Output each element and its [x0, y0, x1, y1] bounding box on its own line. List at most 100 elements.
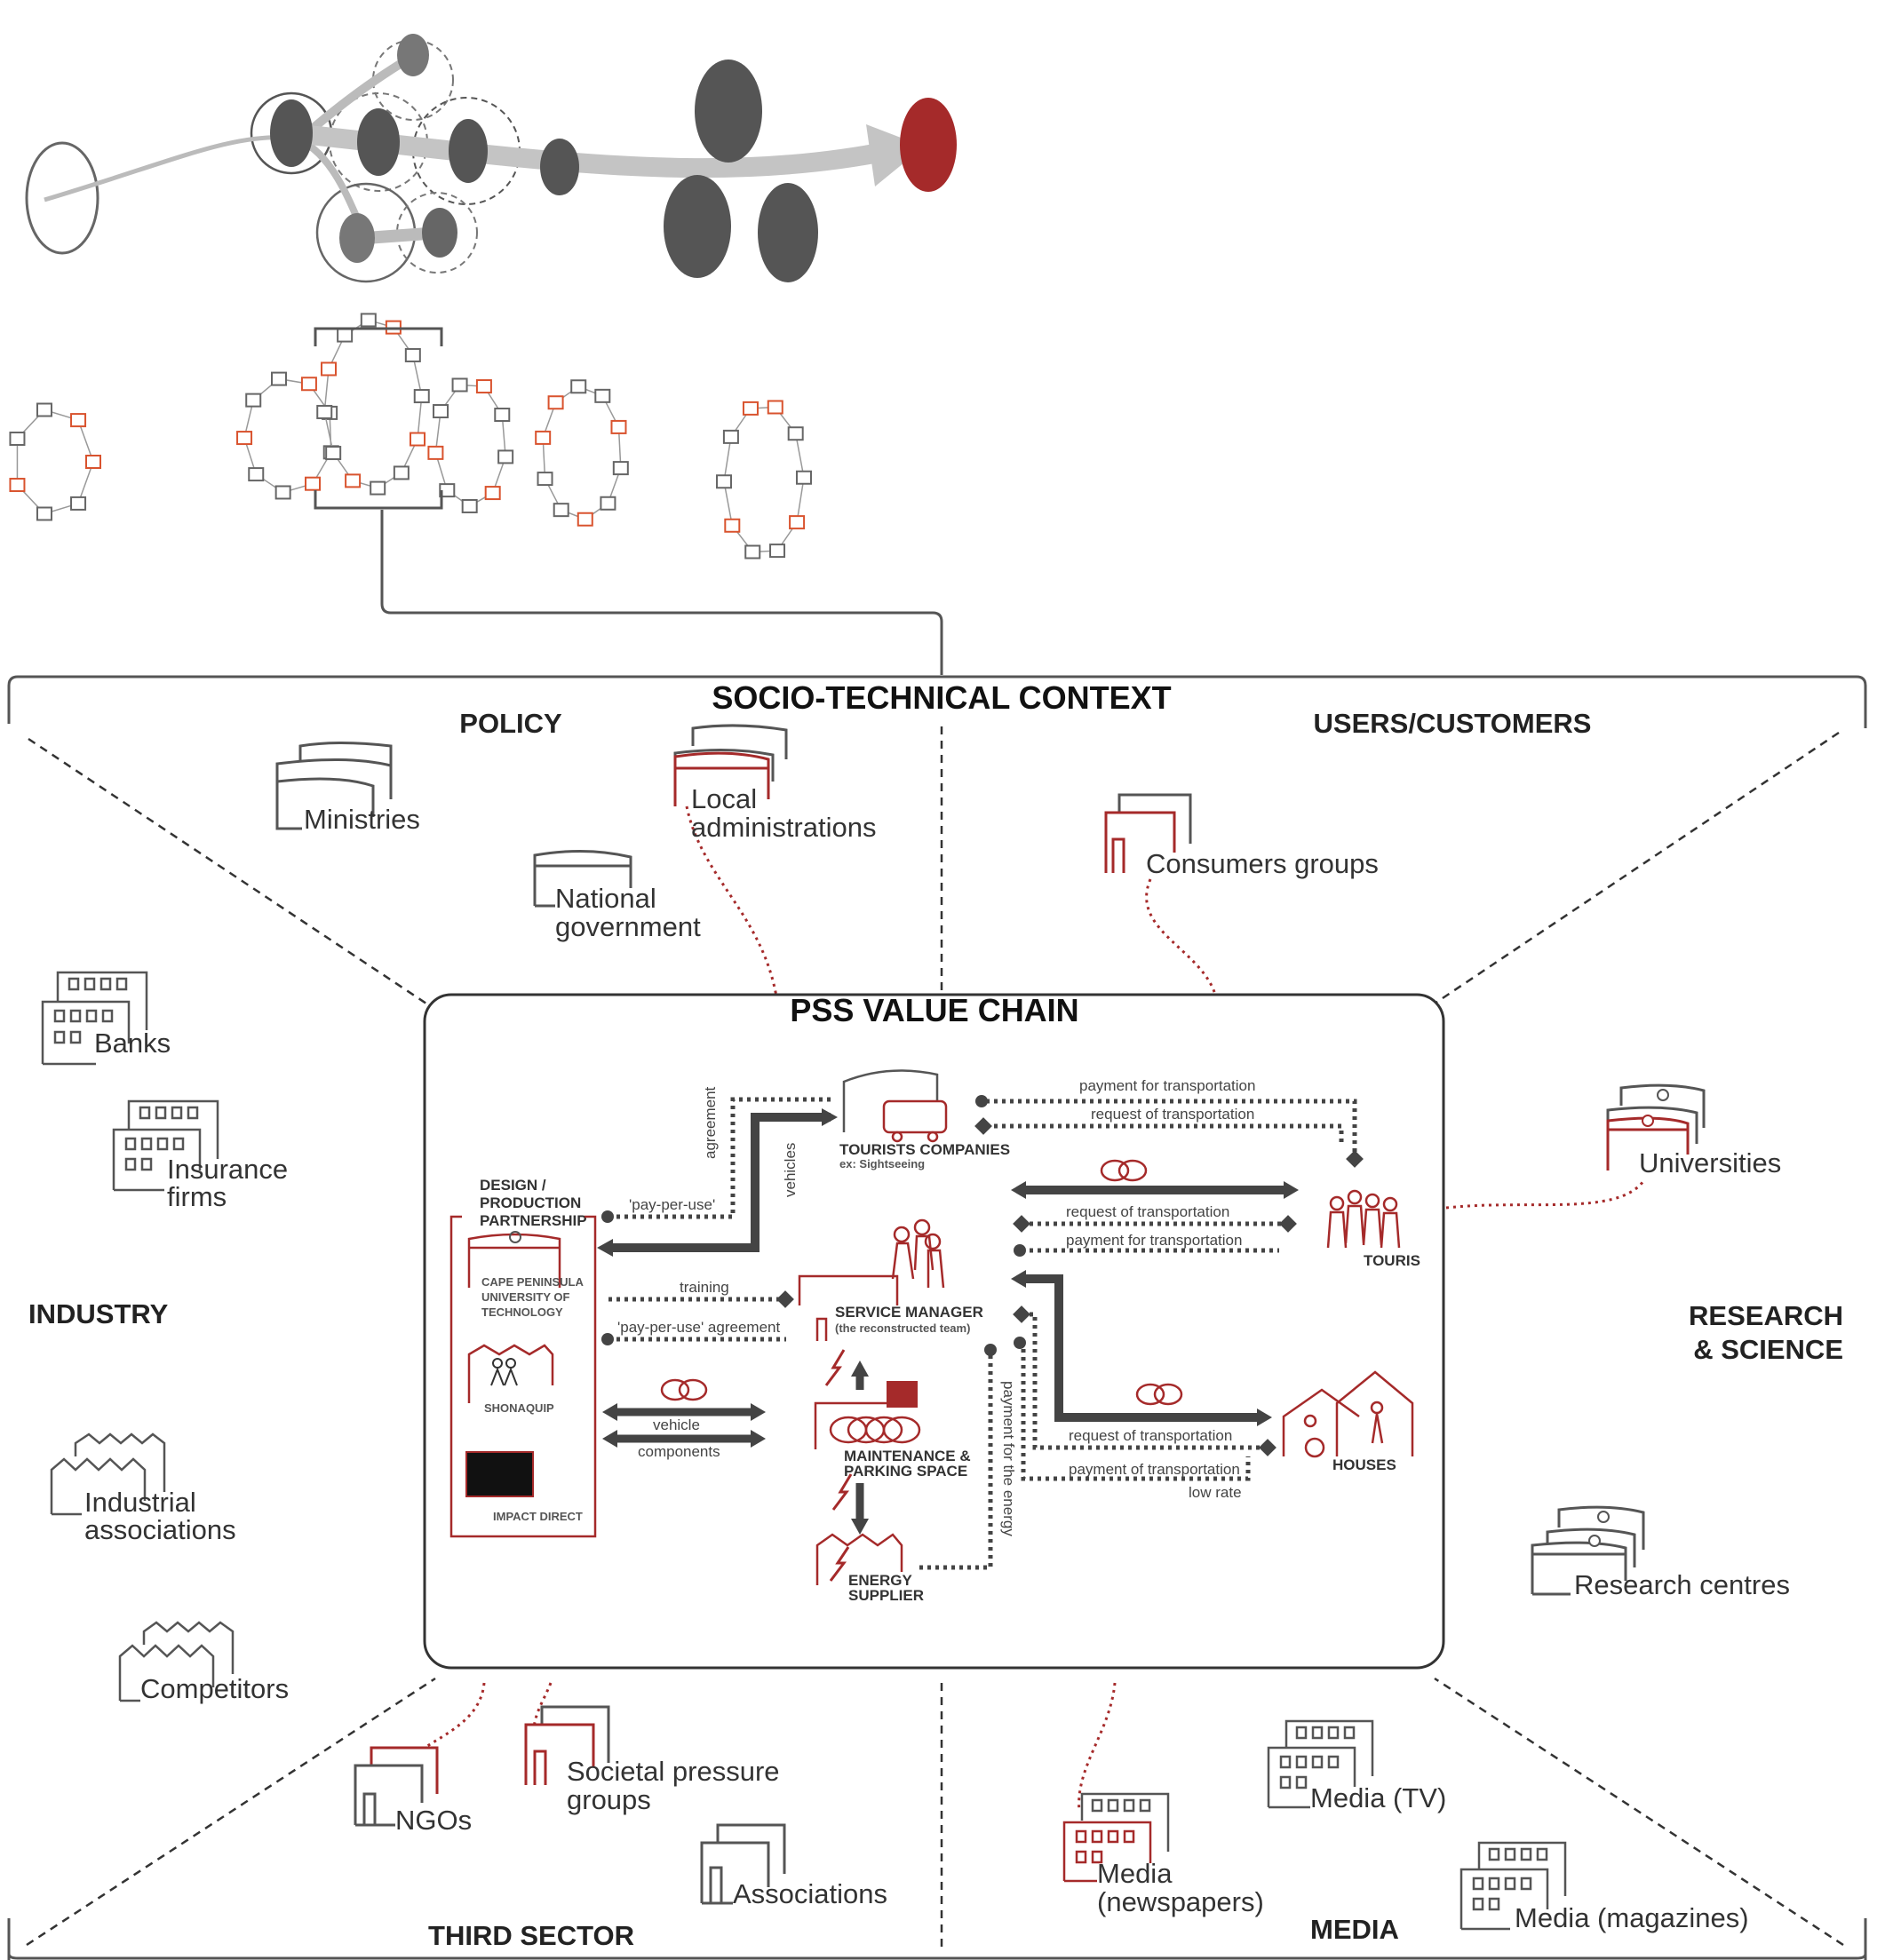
svg-text:Local: Local [691, 783, 757, 814]
cluster-node-icon [9, 478, 26, 493]
svg-text:'pay-per-use': 'pay-per-use' [629, 1196, 715, 1213]
sector-policy: POLICY [459, 708, 562, 739]
svg-text:CAPE PENINSULA: CAPE PENINSULA [481, 1275, 584, 1289]
svg-text:vehicle: vehicle [653, 1416, 700, 1433]
cluster-node-icon [767, 400, 783, 415]
svg-text:low rate: low rate [1189, 1484, 1242, 1501]
vehicle-icon [660, 1378, 708, 1401]
svg-text:(the reconstructed team): (the reconstructed team) [835, 1321, 970, 1335]
svg-text:Ministries: Ministries [304, 804, 420, 835]
svg-text:payment for transportation: payment for transportation [1079, 1077, 1255, 1094]
svg-text:Research centres: Research centres [1574, 1569, 1790, 1600]
svg-text:HOUSES: HOUSES [1332, 1456, 1396, 1473]
cluster-node-icon [305, 476, 322, 491]
niche-start-ellipse [25, 141, 99, 255]
government-building-icon [275, 742, 393, 830]
svg-text:SHONAQUIP: SHONAQUIP [484, 1401, 554, 1415]
actor-banks: Banks [41, 971, 171, 1066]
actor-network-clusters [9, 313, 812, 559]
office-building-icon [41, 971, 148, 1066]
actor-industrial-associations: Industrial associations [50, 1432, 236, 1545]
cluster-node-icon [325, 446, 342, 461]
cluster-node-icon [494, 408, 511, 423]
svg-text:components: components [638, 1443, 720, 1460]
svg-text:PRODUCTION: PRODUCTION [480, 1194, 581, 1211]
university-building-icon [467, 1231, 561, 1288]
cluster-node-icon [600, 496, 616, 511]
svg-text:DESIGN /: DESIGN / [480, 1177, 546, 1194]
house-icon [1282, 1370, 1414, 1458]
cluster-node-icon [316, 404, 333, 419]
government-building-icon [673, 724, 788, 806]
svg-text:ENERGY: ENERGY [848, 1572, 912, 1589]
government-building-icon [533, 849, 632, 908]
svg-text:Insurance: Insurance [167, 1154, 288, 1185]
cluster-node-icon [360, 313, 377, 328]
svg-text:payment of transportation: payment of transportation [1069, 1461, 1240, 1478]
cluster-node-icon [248, 467, 265, 482]
cluster-node-icon [413, 389, 430, 404]
cluster-node-icon [461, 498, 478, 513]
factory-icon [50, 1432, 166, 1516]
svg-text:Media (magazines): Media (magazines) [1515, 1902, 1749, 1933]
svg-text:payment for transportation: payment for transportation [1066, 1232, 1242, 1249]
svg-text:ex: Sightseeing: ex: Sightseeing [839, 1157, 925, 1170]
sector-research-line2: & SCIENCE [1693, 1334, 1843, 1365]
cluster-node-icon [36, 506, 52, 521]
cluster-node-icon [484, 486, 501, 501]
svg-text:MAINTENANCE &: MAINTENANCE & [844, 1448, 971, 1464]
cluster-node-icon [535, 430, 552, 445]
lightning-icon [824, 1349, 846, 1386]
actor-ministries: Ministries [275, 742, 420, 835]
factory-icon [815, 1533, 903, 1585]
cluster-node-icon [70, 413, 87, 428]
svg-text:associations: associations [84, 1514, 236, 1545]
svg-text:Competitors: Competitors [140, 1673, 289, 1704]
cluster-node-icon [570, 379, 587, 394]
regime-target-ellipse [900, 98, 957, 192]
cluster-node-icon [612, 461, 629, 476]
cluster-node-icon [577, 512, 593, 527]
transition-pathway [25, 34, 957, 283]
flow-arrows [597, 1095, 1364, 1570]
cluster-node-icon [439, 483, 456, 498]
svg-text:Universities: Universities [1639, 1147, 1781, 1178]
sector-users: USERS/CUSTOMERS [1314, 708, 1592, 739]
svg-text:administrations: administrations [691, 812, 876, 843]
svg-text:Media: Media [1097, 1858, 1173, 1889]
svg-text:National: National [555, 883, 656, 914]
actor-media-newspapers: Media (newspapers) [1062, 1792, 1264, 1917]
svg-text:training: training [680, 1279, 729, 1296]
svg-text:TOURIS: TOURIS [1364, 1252, 1420, 1269]
actor-national-government: National government [533, 849, 701, 942]
cluster-node-icon [427, 445, 444, 460]
cluster-node-icon [537, 472, 553, 487]
pss-value-chain: PSS VALUE CHAIN DESIGN / PRODUCTION PART… [423, 992, 1445, 1670]
cluster-node-icon [742, 401, 759, 416]
cluster-node-icon [85, 455, 101, 469]
cluster-node-icon [70, 496, 87, 511]
vehicle-icon [1100, 1159, 1148, 1182]
cluster-node-icon [716, 474, 733, 489]
maintenance-parking: MAINTENANCE & PARKING SPACE [814, 1349, 971, 1511]
actor-research-centres: Research centres [1531, 1505, 1790, 1600]
factory-icon [118, 1621, 235, 1702]
cluster-node-icon [744, 544, 761, 559]
cluster-node-icon [36, 402, 52, 417]
energy-supplier: ENERGY SUPPLIER [815, 1533, 924, 1604]
actor-competitors: Competitors [118, 1621, 289, 1704]
actor-societal-pressure-groups: Societal pressure groups [524, 1705, 780, 1815]
office-building-icon [1459, 1841, 1567, 1931]
actor-consumers-groups: Consumers groups [1104, 793, 1379, 879]
sector-media: MEDIA [1310, 1914, 1399, 1945]
cluster-node-icon [433, 404, 449, 419]
tools-icon [887, 1381, 918, 1408]
svg-text:request of transportation: request of transportation [1091, 1106, 1254, 1123]
actor-insurance-firms: Insurance firms [112, 1099, 288, 1212]
cluster-node-icon [393, 465, 410, 480]
svg-text:government: government [555, 911, 701, 942]
cluster-node-icon [300, 377, 317, 392]
cluster-node-icon [245, 393, 262, 408]
svg-text:UNIVERSITY OF: UNIVERSITY OF [481, 1290, 570, 1304]
